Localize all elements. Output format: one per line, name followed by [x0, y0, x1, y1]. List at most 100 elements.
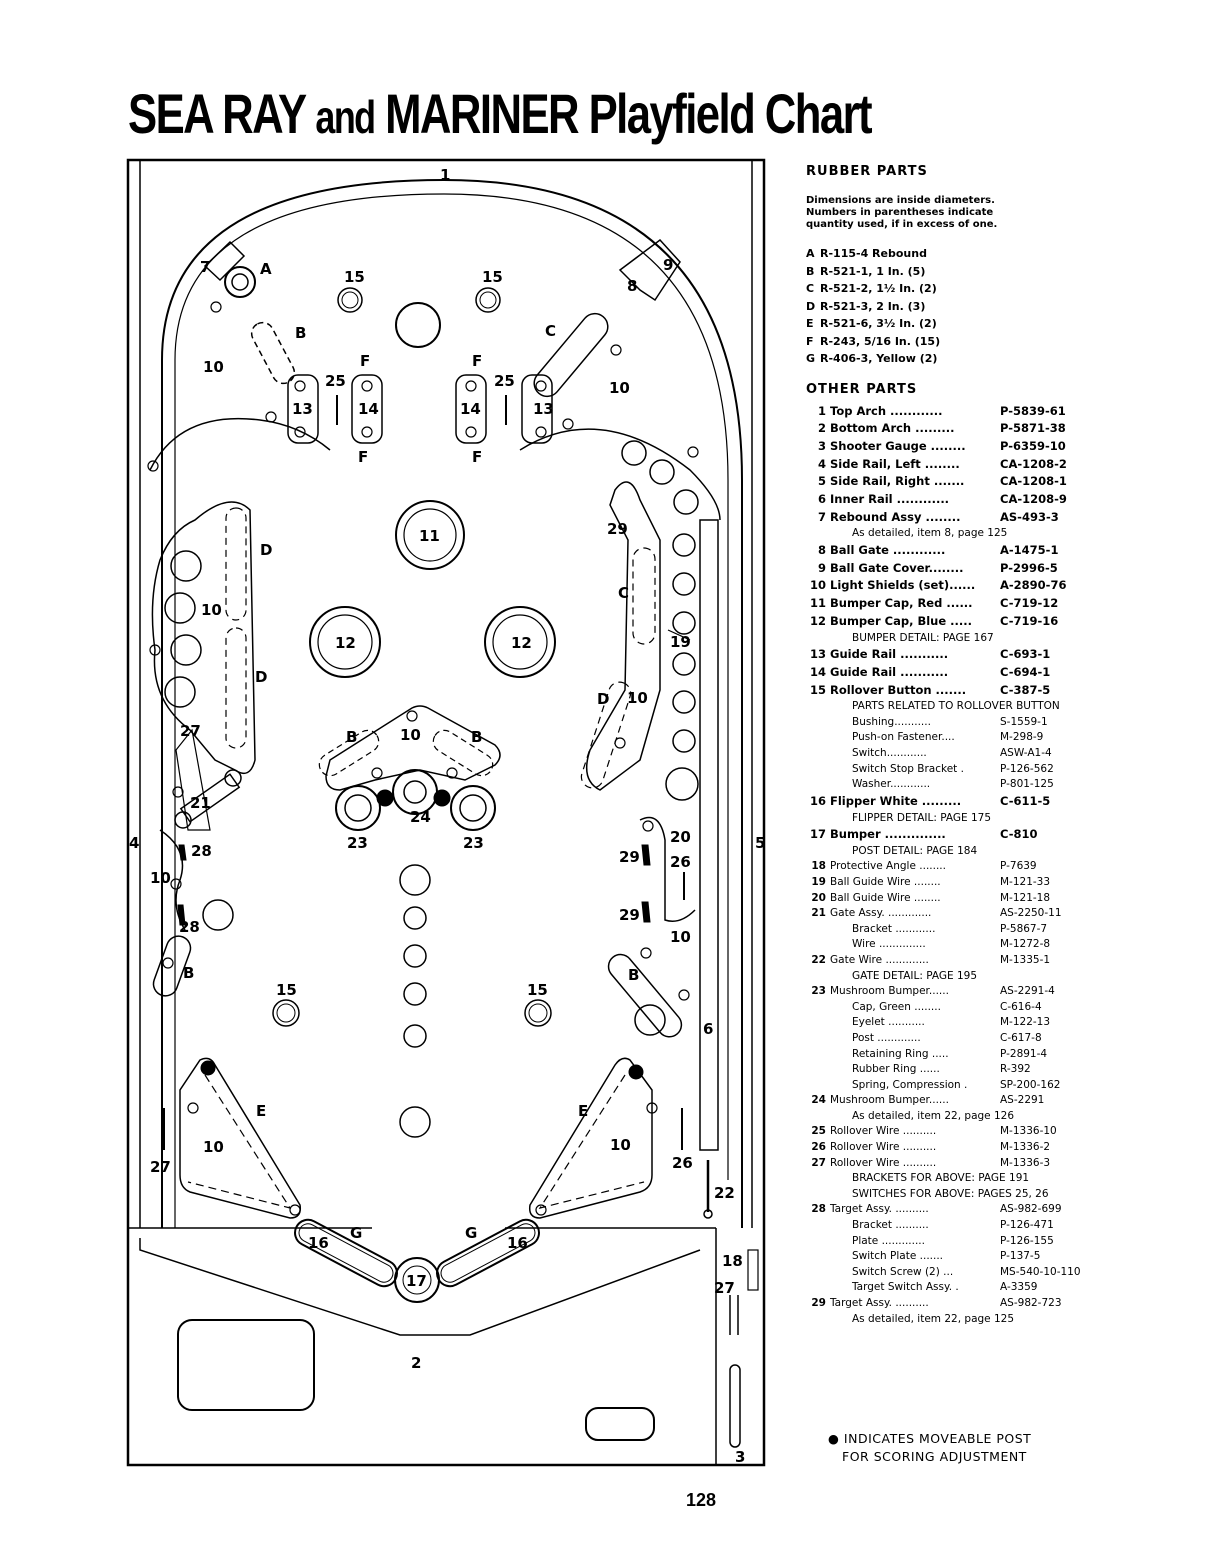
rubber-part-key: D	[806, 299, 816, 313]
top-arch	[161, 178, 743, 1228]
part-label: Bracket ............	[852, 922, 936, 935]
part-code: M-1335-1	[1000, 953, 1051, 966]
part-label: Bottom Arch .........	[830, 421, 955, 436]
part-code: C-810	[1000, 827, 1038, 842]
label-27-shooter: 27	[714, 1279, 735, 1297]
mushroom-bumper-23-left	[335, 785, 381, 831]
left-lamp-1	[170, 550, 202, 582]
cabinet-outline	[126, 158, 766, 1467]
part-code: AS-982-723	[1000, 1297, 1062, 1310]
label-e-right: E	[578, 1102, 588, 1120]
right-lamp-4	[672, 533, 696, 557]
rubber-note-line-1: Dimensions are inside diameters.	[806, 195, 995, 206]
label-11: 11	[419, 527, 440, 545]
rubber-part-text: R-521-3, 2 In. (3)	[820, 299, 926, 313]
part-label: GATE DETAIL: PAGE 195	[852, 969, 978, 982]
part-row: Washer............P-801-125	[806, 777, 1136, 793]
label-26-lower: 26	[672, 1154, 693, 1172]
rubber-part-key: A	[806, 247, 815, 260]
part-label: As detailed, item 22, page 126	[852, 1109, 1015, 1122]
rubber-parts-heading: RUBBER PARTS	[806, 164, 928, 179]
screw-post	[562, 418, 574, 430]
part-label: Ball Gate Cover........	[830, 560, 964, 575]
label-d-lower: D	[255, 668, 267, 686]
part-number: 16	[809, 793, 826, 808]
part-number: 22	[811, 953, 826, 966]
rubber-g-right	[440, 1223, 536, 1283]
part-code: C-719-12	[1000, 596, 1059, 611]
part-label: Switch Screw (2) ...	[852, 1265, 954, 1278]
label-12-left: 12	[335, 634, 356, 652]
right-lamp-10	[665, 767, 699, 801]
protective-angle	[747, 1249, 759, 1291]
part-code: CA-1208-9	[1000, 492, 1067, 507]
rubber-e-right	[538, 1074, 645, 1209]
part-code: S-1559-1	[1000, 715, 1048, 728]
part-label: SWITCHES FOR ABOVE: PAGES 25, 26	[852, 1187, 1049, 1200]
part-number: 28	[811, 1203, 826, 1216]
screw-post	[187, 1102, 199, 1114]
part-label: Shooter Gauge ........	[830, 438, 966, 453]
label-24: 24	[410, 808, 431, 826]
part-code: ASW-A1-4	[1000, 747, 1052, 760]
part-row: FLIPPER DETAIL: PAGE 175	[806, 811, 1136, 827]
label-10-left-outlane: 10	[150, 869, 171, 887]
part-code: P-5839-61	[1000, 403, 1066, 418]
right-lamp-5	[672, 572, 696, 596]
part-label: As detailed, item 22, page 125	[852, 1312, 1015, 1325]
right-lamp-3	[673, 489, 699, 515]
label-10-right-shield: 10	[627, 689, 648, 707]
label-7: 7	[200, 258, 210, 276]
label-b-upper-left: B	[295, 324, 306, 342]
part-number: 12	[809, 613, 826, 628]
part-row: Bracket ..........P-126-471	[806, 1218, 1136, 1234]
label-10-right-lane: 10	[670, 928, 691, 946]
part-code: C-719-16	[1000, 613, 1059, 628]
label-3: 3	[735, 1448, 745, 1466]
part-code: A-2890-76	[1000, 578, 1067, 593]
screw-post	[614, 737, 626, 749]
shooter-gauge	[729, 1364, 741, 1448]
label-13-left: 13	[292, 400, 313, 418]
part-row: 22 Gate Wire ............. M-1335-1	[806, 953, 1136, 969]
part-label: Plate .............	[852, 1234, 925, 1247]
part-code: P-126-155	[1000, 1234, 1054, 1247]
gate-pivot-2	[224, 769, 242, 787]
part-code: A-3359	[1000, 1281, 1038, 1294]
label-15-lower-left: 15	[276, 981, 297, 999]
part-row: As detailed, item 8, page 125	[806, 526, 1136, 542]
label-f-top-right: F	[472, 352, 482, 370]
guide-rail-14-left	[351, 374, 383, 444]
label-29-middle: 29	[619, 848, 640, 866]
part-number: 24	[811, 1094, 826, 1107]
right-lamp-9	[672, 729, 696, 753]
rubber-note-line-2: Numbers in parentheses indicate	[806, 207, 994, 218]
label-25-right: 25	[494, 372, 515, 390]
part-number: 19	[811, 875, 826, 888]
part-label: POST DETAIL: PAGE 184	[852, 844, 978, 857]
left-lane-guide	[175, 728, 211, 831]
center-lamp-4	[403, 982, 427, 1006]
right-lamp-11	[634, 1004, 666, 1036]
screw-post	[535, 1204, 547, 1216]
part-number: 15	[809, 682, 826, 697]
part-label: BUMPER DETAIL: PAGE 167	[852, 631, 994, 644]
part-label: Ball Guide Wire ........	[830, 891, 941, 904]
part-code: P-7639	[1000, 860, 1037, 873]
part-label: Gate Wire .............	[830, 953, 929, 966]
label-28-upper: 28	[191, 842, 212, 860]
screw-post	[678, 989, 690, 1001]
rebound-post	[231, 273, 249, 291]
label-10-center: 10	[400, 726, 421, 744]
part-row: GATE DETAIL: PAGE 195	[806, 969, 1136, 985]
left-lamp-4	[164, 676, 196, 708]
screw-post	[642, 820, 654, 832]
